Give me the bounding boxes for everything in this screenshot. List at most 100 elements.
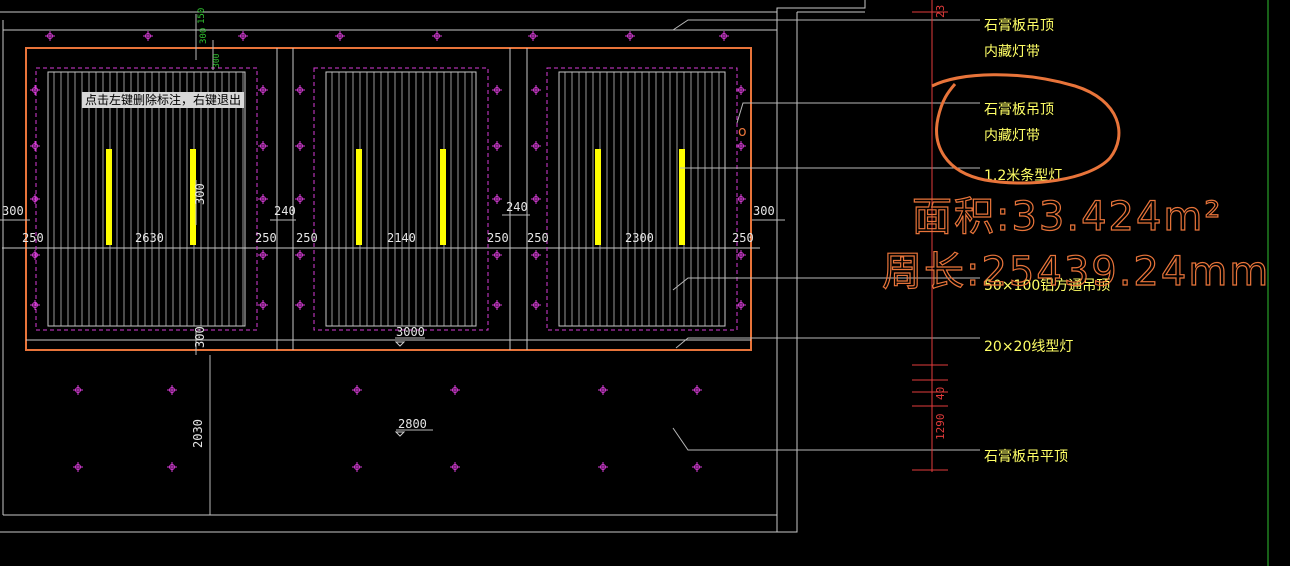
downlight-symbol[interactable] — [258, 300, 268, 310]
dim-gap-240: 240 — [506, 200, 528, 214]
downlight-symbol[interactable] — [450, 385, 460, 395]
dim-vertical-300-bottom: 300 — [193, 326, 207, 348]
ruler-label-bottom: 1290 — [934, 414, 947, 441]
downlight-symbol[interactable] — [352, 462, 362, 472]
dim-vertical-300-small: 300 — [212, 53, 221, 68]
downlight-symbol[interactable] — [238, 31, 248, 41]
note-gypsum-ceiling[interactable]: 石膏板吊顶 — [984, 101, 1054, 118]
strip-light[interactable] — [356, 149, 362, 245]
dim-offset-250: 250 — [732, 231, 754, 245]
strip-light[interactable] — [440, 149, 446, 245]
dimension-lines — [0, 14, 785, 515]
strip-light[interactable] — [190, 149, 196, 245]
dim-offset-250: 250 — [22, 231, 44, 245]
downlight-symbol[interactable] — [295, 194, 305, 204]
downlight-symbol[interactable] — [143, 31, 153, 41]
dim-offset-250: 250 — [255, 231, 277, 245]
downlight-symbol[interactable] — [598, 385, 608, 395]
dim-vertical-150: 150 — [197, 8, 207, 24]
area-measurement: 面积:33.424m² — [912, 194, 1222, 240]
panel-frame — [325, 71, 477, 327]
ceiling-boundary-orange — [25, 47, 752, 351]
highlight-ellipse — [931, 73, 1121, 185]
downlight-symbol[interactable] — [625, 31, 635, 41]
dimension-marker — [394, 341, 406, 347]
downlight-symbol[interactable] — [531, 194, 541, 204]
downlight-symbol[interactable] — [30, 85, 40, 95]
strip-light[interactable] — [595, 149, 601, 245]
dim-vertical-300: 300 — [199, 28, 209, 44]
strip-light[interactable] — [679, 149, 685, 245]
dim-vertical-300-mid: 300 — [193, 183, 207, 205]
note-gypsum-ceiling[interactable]: 石膏板吊顶 — [984, 17, 1054, 34]
dim-panel1-width: 2630 — [135, 231, 164, 245]
downlight-symbol[interactable] — [258, 141, 268, 151]
dim-left-300: 300 — [2, 204, 24, 218]
dim-vertical-2030: 2030 — [191, 419, 205, 448]
note-gypsum-flat-ceiling[interactable]: 石膏板吊平顶 — [984, 448, 1068, 465]
downlight-symbol[interactable] — [492, 194, 502, 204]
downlight-symbol[interactable] — [73, 462, 83, 472]
downlight-symbol[interactable] — [492, 300, 502, 310]
dim-offset-250: 250 — [296, 231, 318, 245]
dim-right-300: 300 — [753, 204, 775, 218]
downlight-symbol[interactable] — [30, 300, 40, 310]
downlight-symbol[interactable] — [736, 194, 746, 204]
downlight-symbol[interactable] — [335, 31, 345, 41]
downlight-symbol[interactable] — [295, 250, 305, 260]
downlight-symbol[interactable] — [167, 462, 177, 472]
downlight-symbol[interactable] — [736, 300, 746, 310]
downlight-symbol[interactable] — [598, 462, 608, 472]
strip-light[interactable] — [106, 149, 112, 245]
downlight-symbol[interactable] — [450, 462, 460, 472]
downlight-symbol[interactable] — [692, 462, 702, 472]
downlight-symbol[interactable] — [736, 141, 746, 151]
panel-outline — [313, 67, 489, 331]
note-strip-light[interactable]: 1.2米条型灯 — [984, 167, 1062, 184]
downlight-symbol[interactable] — [531, 300, 541, 310]
panel-outline — [546, 67, 738, 331]
downlight-symbol[interactable] — [528, 31, 538, 41]
downlight-symbol[interactable] — [295, 85, 305, 95]
downlight-symbol[interactable] — [30, 141, 40, 151]
elevation-ruler — [912, 0, 948, 472]
downlight-symbol[interactable] — [258, 250, 268, 260]
panel-frame — [47, 71, 246, 327]
downlight-symbol[interactable] — [432, 31, 442, 41]
downlight-symbol[interactable] — [30, 250, 40, 260]
leader-lines — [672, 19, 980, 451]
note-hidden-light-strip[interactable]: 内藏灯带 — [984, 128, 1040, 144]
dim-offset-250: 250 — [527, 231, 549, 245]
room-outline — [0, 0, 866, 533]
downlight-symbol[interactable] — [258, 194, 268, 204]
downlight-symbol[interactable] — [30, 194, 40, 204]
downlight-symbol[interactable] — [492, 250, 502, 260]
downlight-symbol[interactable] — [492, 141, 502, 151]
ruler-label-top: 23 — [934, 5, 947, 18]
downlight-symbol[interactable] — [531, 250, 541, 260]
downlight-symbol[interactable] — [295, 141, 305, 151]
downlight-symbol[interactable] — [258, 85, 268, 95]
note-aluminium-ceiling[interactable]: 50×100铝方通吊顶 — [984, 278, 1110, 294]
downlight-symbol[interactable] — [531, 141, 541, 151]
downlight-symbol[interactable] — [45, 31, 55, 41]
dimension-texts: 300 300 240 240 2630 2140 2300 250 250 2… — [2, 8, 775, 448]
downlight-symbol[interactable] — [736, 250, 746, 260]
dim-gap-240: 240 — [274, 204, 296, 218]
downlight-symbol[interactable] — [719, 31, 729, 41]
wall-marker: o — [738, 124, 747, 140]
note-hidden-light-strip[interactable]: 内藏灯带 — [984, 44, 1040, 60]
dim-panel2-width: 2140 — [387, 231, 416, 245]
downlight-symbol[interactable] — [531, 85, 541, 95]
downlight-symbol[interactable] — [736, 85, 746, 95]
downlight-symbol[interactable] — [692, 385, 702, 395]
note-linear-light[interactable]: 20×20线型灯 — [984, 339, 1073, 355]
downlight-symbol[interactable] — [73, 385, 83, 395]
dim-lower-2800: 2800 — [398, 417, 427, 431]
downlight-symbol[interactable] — [492, 85, 502, 95]
downlight-symbol[interactable] — [295, 300, 305, 310]
downlight-symbol[interactable] — [167, 385, 177, 395]
perimeter-measurement: 周长:25439.24mm — [882, 249, 1270, 295]
downlight-symbol[interactable] — [352, 385, 362, 395]
